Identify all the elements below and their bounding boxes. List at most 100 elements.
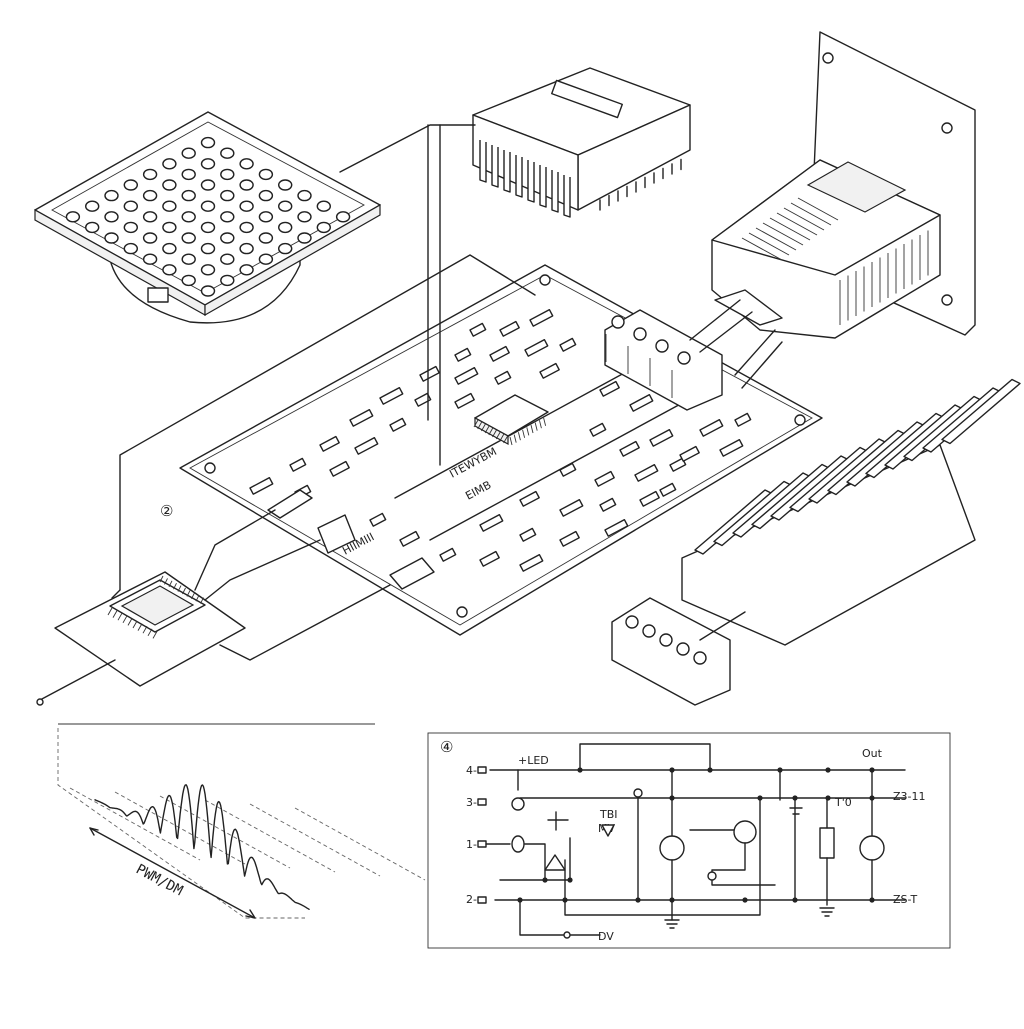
- led-dot: [162, 264, 177, 276]
- led-dot: [220, 211, 235, 223]
- mcu-pin: [147, 628, 153, 637]
- pcb-edge: [189, 274, 813, 626]
- mcu-pin: [168, 580, 173, 588]
- mcu-pin: [164, 578, 168, 585]
- led-dot: [278, 179, 293, 191]
- waveform-axis-arrow: [89, 827, 256, 919]
- pcb-smd-part: [499, 320, 520, 337]
- led-dot: [104, 189, 119, 202]
- diode-symbol: [601, 824, 615, 837]
- junction-dot: [669, 897, 675, 903]
- led-dot: [239, 221, 254, 234]
- junction-dot: [825, 795, 831, 801]
- heatsink-fins: [694, 378, 1021, 555]
- pcb-smd-part: [439, 547, 457, 562]
- opamp-symbol: [544, 854, 566, 871]
- mcu-probe-wire: [39, 659, 116, 701]
- mcu-pin: [200, 597, 204, 604]
- label-circle-four: ④: [440, 738, 453, 756]
- fin: [503, 150, 511, 193]
- pcb-smd-part: [594, 470, 615, 487]
- heatsink-fin: [941, 378, 1021, 445]
- fin: [479, 140, 487, 183]
- led-dot: [65, 211, 81, 223]
- pcb-smd-part: [369, 512, 387, 527]
- led-dot: [220, 147, 235, 159]
- mcu-pins: [107, 575, 204, 639]
- led-dot: [220, 253, 235, 265]
- transistor-symbol-2: [733, 820, 757, 844]
- led-dot: [335, 211, 351, 223]
- junction-dot: [869, 795, 875, 801]
- vent-slot: [776, 212, 818, 236]
- mcu-pin: [152, 631, 158, 639]
- pcb-smd-part: [559, 498, 584, 517]
- pcb-smd-part: [454, 366, 479, 385]
- pcb-smd-part: [649, 428, 674, 447]
- junction-dot: [757, 795, 763, 801]
- chip-pin: [481, 423, 486, 432]
- led-dot-grid: [65, 136, 351, 297]
- battery-symbol: [779, 769, 803, 815]
- junction-dot: [792, 795, 798, 801]
- junction-dot: [869, 897, 875, 903]
- led-indicator-bar: [611, 597, 746, 706]
- junction-dot: [562, 897, 568, 903]
- chip-pin: [495, 431, 501, 440]
- terminal-screw: [633, 327, 647, 341]
- led-dot: [162, 158, 177, 170]
- led-dot: [220, 232, 235, 244]
- terminal-screw: [655, 339, 669, 353]
- led-dot: [181, 232, 196, 244]
- pcb-smd-part: [494, 370, 512, 385]
- dv-label: DV: [598, 930, 614, 943]
- pcb-smd-part: [629, 393, 654, 412]
- to-label: T'0: [834, 796, 852, 809]
- led-panel-inner-border: [51, 121, 365, 294]
- junction-dot: [669, 767, 675, 773]
- terminal-block: [604, 309, 723, 411]
- chip-pin: [517, 432, 521, 441]
- mcu-board: [36, 571, 246, 706]
- pcb-smd-part: [319, 435, 340, 452]
- vent-slot: [748, 232, 790, 256]
- led-dot: [181, 211, 196, 223]
- junction-dot: [517, 897, 523, 903]
- pcb-smd-part: [289, 457, 307, 472]
- led-dot: [278, 242, 293, 255]
- wire-mcu-cap: [194, 509, 276, 591]
- mcu-pin: [177, 585, 182, 592]
- chip-pin: [522, 429, 526, 438]
- pcb-smd-part: [469, 322, 487, 337]
- pcb-smd-part: [519, 527, 537, 542]
- led-dot: [123, 242, 139, 255]
- led-dot: [200, 200, 216, 212]
- led-dot: [239, 158, 254, 170]
- tbi-label: TBI: [599, 808, 618, 821]
- led-dot: [181, 189, 196, 202]
- wire-mcu-reg: [204, 539, 321, 601]
- led-dot: [104, 211, 119, 223]
- pcb-smd-part: [559, 462, 577, 477]
- led-panel-side-right: [204, 203, 381, 317]
- led-dot: [142, 232, 158, 244]
- schematic-junctions: [517, 767, 875, 903]
- pin-box: [477, 840, 487, 848]
- ground-symbol: [819, 907, 835, 917]
- rail-loop: [579, 743, 711, 771]
- fin: [515, 155, 523, 198]
- pin1-wire: [485, 843, 546, 881]
- grid-line: [204, 799, 336, 873]
- pwm-waveform-panel: PWM/DM: [57, 723, 426, 919]
- vent-slot: [797, 197, 839, 221]
- pcb-smd-part: [389, 417, 407, 432]
- fin: [539, 165, 547, 208]
- pcb-smd-part: [589, 422, 607, 437]
- power-supply-unit: [711, 31, 976, 339]
- pin-box: [477, 798, 487, 806]
- chip-pin: [477, 421, 483, 430]
- pcb-smd-part: [604, 518, 629, 537]
- mcu-pin: [127, 618, 133, 626]
- transistor-symbol: [659, 835, 685, 861]
- led-dot: [278, 200, 293, 212]
